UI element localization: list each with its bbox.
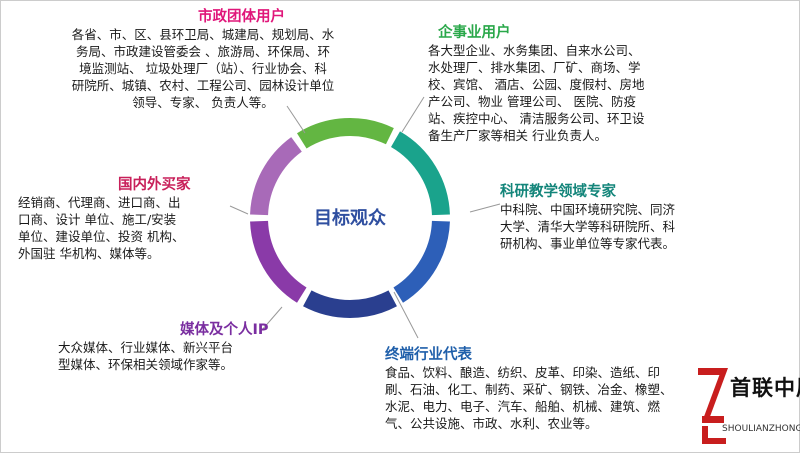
connector-buyers bbox=[229, 205, 249, 215]
connector-municipal bbox=[286, 105, 306, 134]
logo-subtitle: SHOULIANZHONGZHAN bbox=[722, 424, 800, 434]
media-text: 大众媒体、行业媒体、新兴平台 型媒体、环保相关领域作家等。 bbox=[58, 340, 234, 372]
terminal-title: 终端行业代表 bbox=[385, 347, 472, 363]
ring-segment-navy bbox=[303, 290, 397, 318]
connector-terminal bbox=[393, 291, 419, 339]
ring-segment-green bbox=[297, 118, 394, 149]
logo-name: 首联中展 bbox=[730, 376, 800, 400]
enterprise-title: 企事业用户 bbox=[438, 25, 511, 41]
center-label: 目标观众 bbox=[314, 208, 386, 229]
company-logo bbox=[698, 368, 728, 444]
ring-segment-teal bbox=[390, 131, 450, 216]
connector-enterprise bbox=[401, 96, 425, 133]
municipal-text: 各省、市、区、县环卫局、城建局、规划局、水 务局、市政建设管委会 、旅游局、环保… bbox=[71, 27, 335, 110]
connector-research bbox=[469, 203, 501, 213]
buyers-title: 国内外买家 bbox=[118, 177, 191, 193]
research-block: 科研教学领域专家 中科院、中国环境研究院、同济 大学、清华大学等科研院所、科 研… bbox=[500, 183, 710, 252]
ring-segment-blue bbox=[393, 220, 450, 303]
ring-segment-violet bbox=[250, 137, 303, 216]
research-title: 科研教学领域专家 bbox=[500, 184, 616, 200]
ring-segment-purple bbox=[250, 220, 307, 303]
terminal-block: 终端行业代表 食品、饮料、酿造、纺织、皮革、印染、造纸、印 刷、石油、化工、制药… bbox=[385, 346, 685, 432]
enterprise-text: 各大型企业、水务集团、自来水公司、 水处理厂、排水集团、厂矿、商场、学 校、宾馆… bbox=[428, 43, 645, 143]
media-block: 媒体及个人IP 大众媒体、行业媒体、新兴平台 型媒体、环保相关领域作家等。 bbox=[58, 321, 278, 373]
terminal-text: 食品、饮料、酿造、纺织、皮革、印染、造纸、印 刷、石油、化工、制药、采矿、钢铁、… bbox=[385, 365, 673, 431]
municipal-block: 市政团体用户 各省、市、区、县环卫局、城建局、规划局、水 务局、市政建设管委会 … bbox=[58, 8, 348, 111]
audience-ring bbox=[250, 118, 450, 318]
connector-lines bbox=[229, 96, 501, 339]
buyers-text: 经销商、代理商、进口商、出 口商、设计 单位、施工/安装 单位、建设单位、投资 … bbox=[18, 195, 185, 261]
media-title: 媒体及个人IP bbox=[180, 322, 269, 338]
buyers-block: 国内外买家 经销商、代理商、进口商、出 口商、设计 单位、施工/安装 单位、建设… bbox=[18, 176, 233, 262]
municipal-title: 市政团体用户 bbox=[198, 9, 285, 25]
enterprise-block: 企事业用户 各大型企业、水务集团、自来水公司、 水处理厂、排水集团、厂矿、商场、… bbox=[428, 24, 668, 144]
research-text: 中科院、中国环境研究院、同济 大学、清华大学等科研院所、科 研机构、事业单位等专… bbox=[500, 202, 676, 251]
connector-media bbox=[261, 306, 283, 331]
